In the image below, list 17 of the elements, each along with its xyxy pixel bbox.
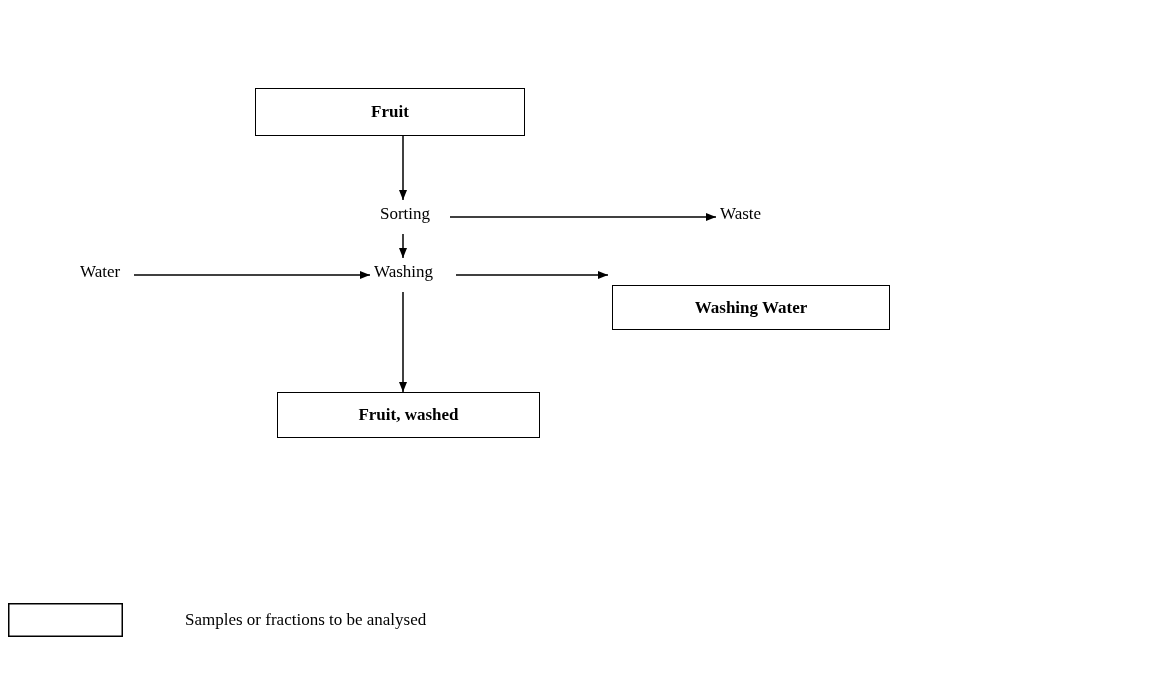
arrow bbox=[133, 271, 371, 279]
arrow bbox=[455, 271, 609, 279]
sample-box bbox=[277, 392, 540, 438]
sample-box bbox=[612, 285, 890, 330]
legend-label: Samples or fractions to be analysed bbox=[185, 610, 427, 630]
arrow bbox=[399, 233, 407, 259]
process-step-label: Waste bbox=[720, 204, 762, 224]
process-step-label: Washing bbox=[374, 262, 434, 282]
arrow bbox=[399, 291, 407, 393]
process-step-label: Water bbox=[80, 262, 121, 282]
arrow bbox=[449, 213, 717, 221]
arrow bbox=[399, 135, 407, 201]
process-step-label: Sorting bbox=[380, 204, 431, 224]
sample-box bbox=[255, 88, 525, 136]
box-label: Fruit, washed bbox=[358, 405, 459, 425]
box-label: Fruit bbox=[371, 102, 409, 122]
box-label: Washing Water bbox=[694, 297, 808, 318]
